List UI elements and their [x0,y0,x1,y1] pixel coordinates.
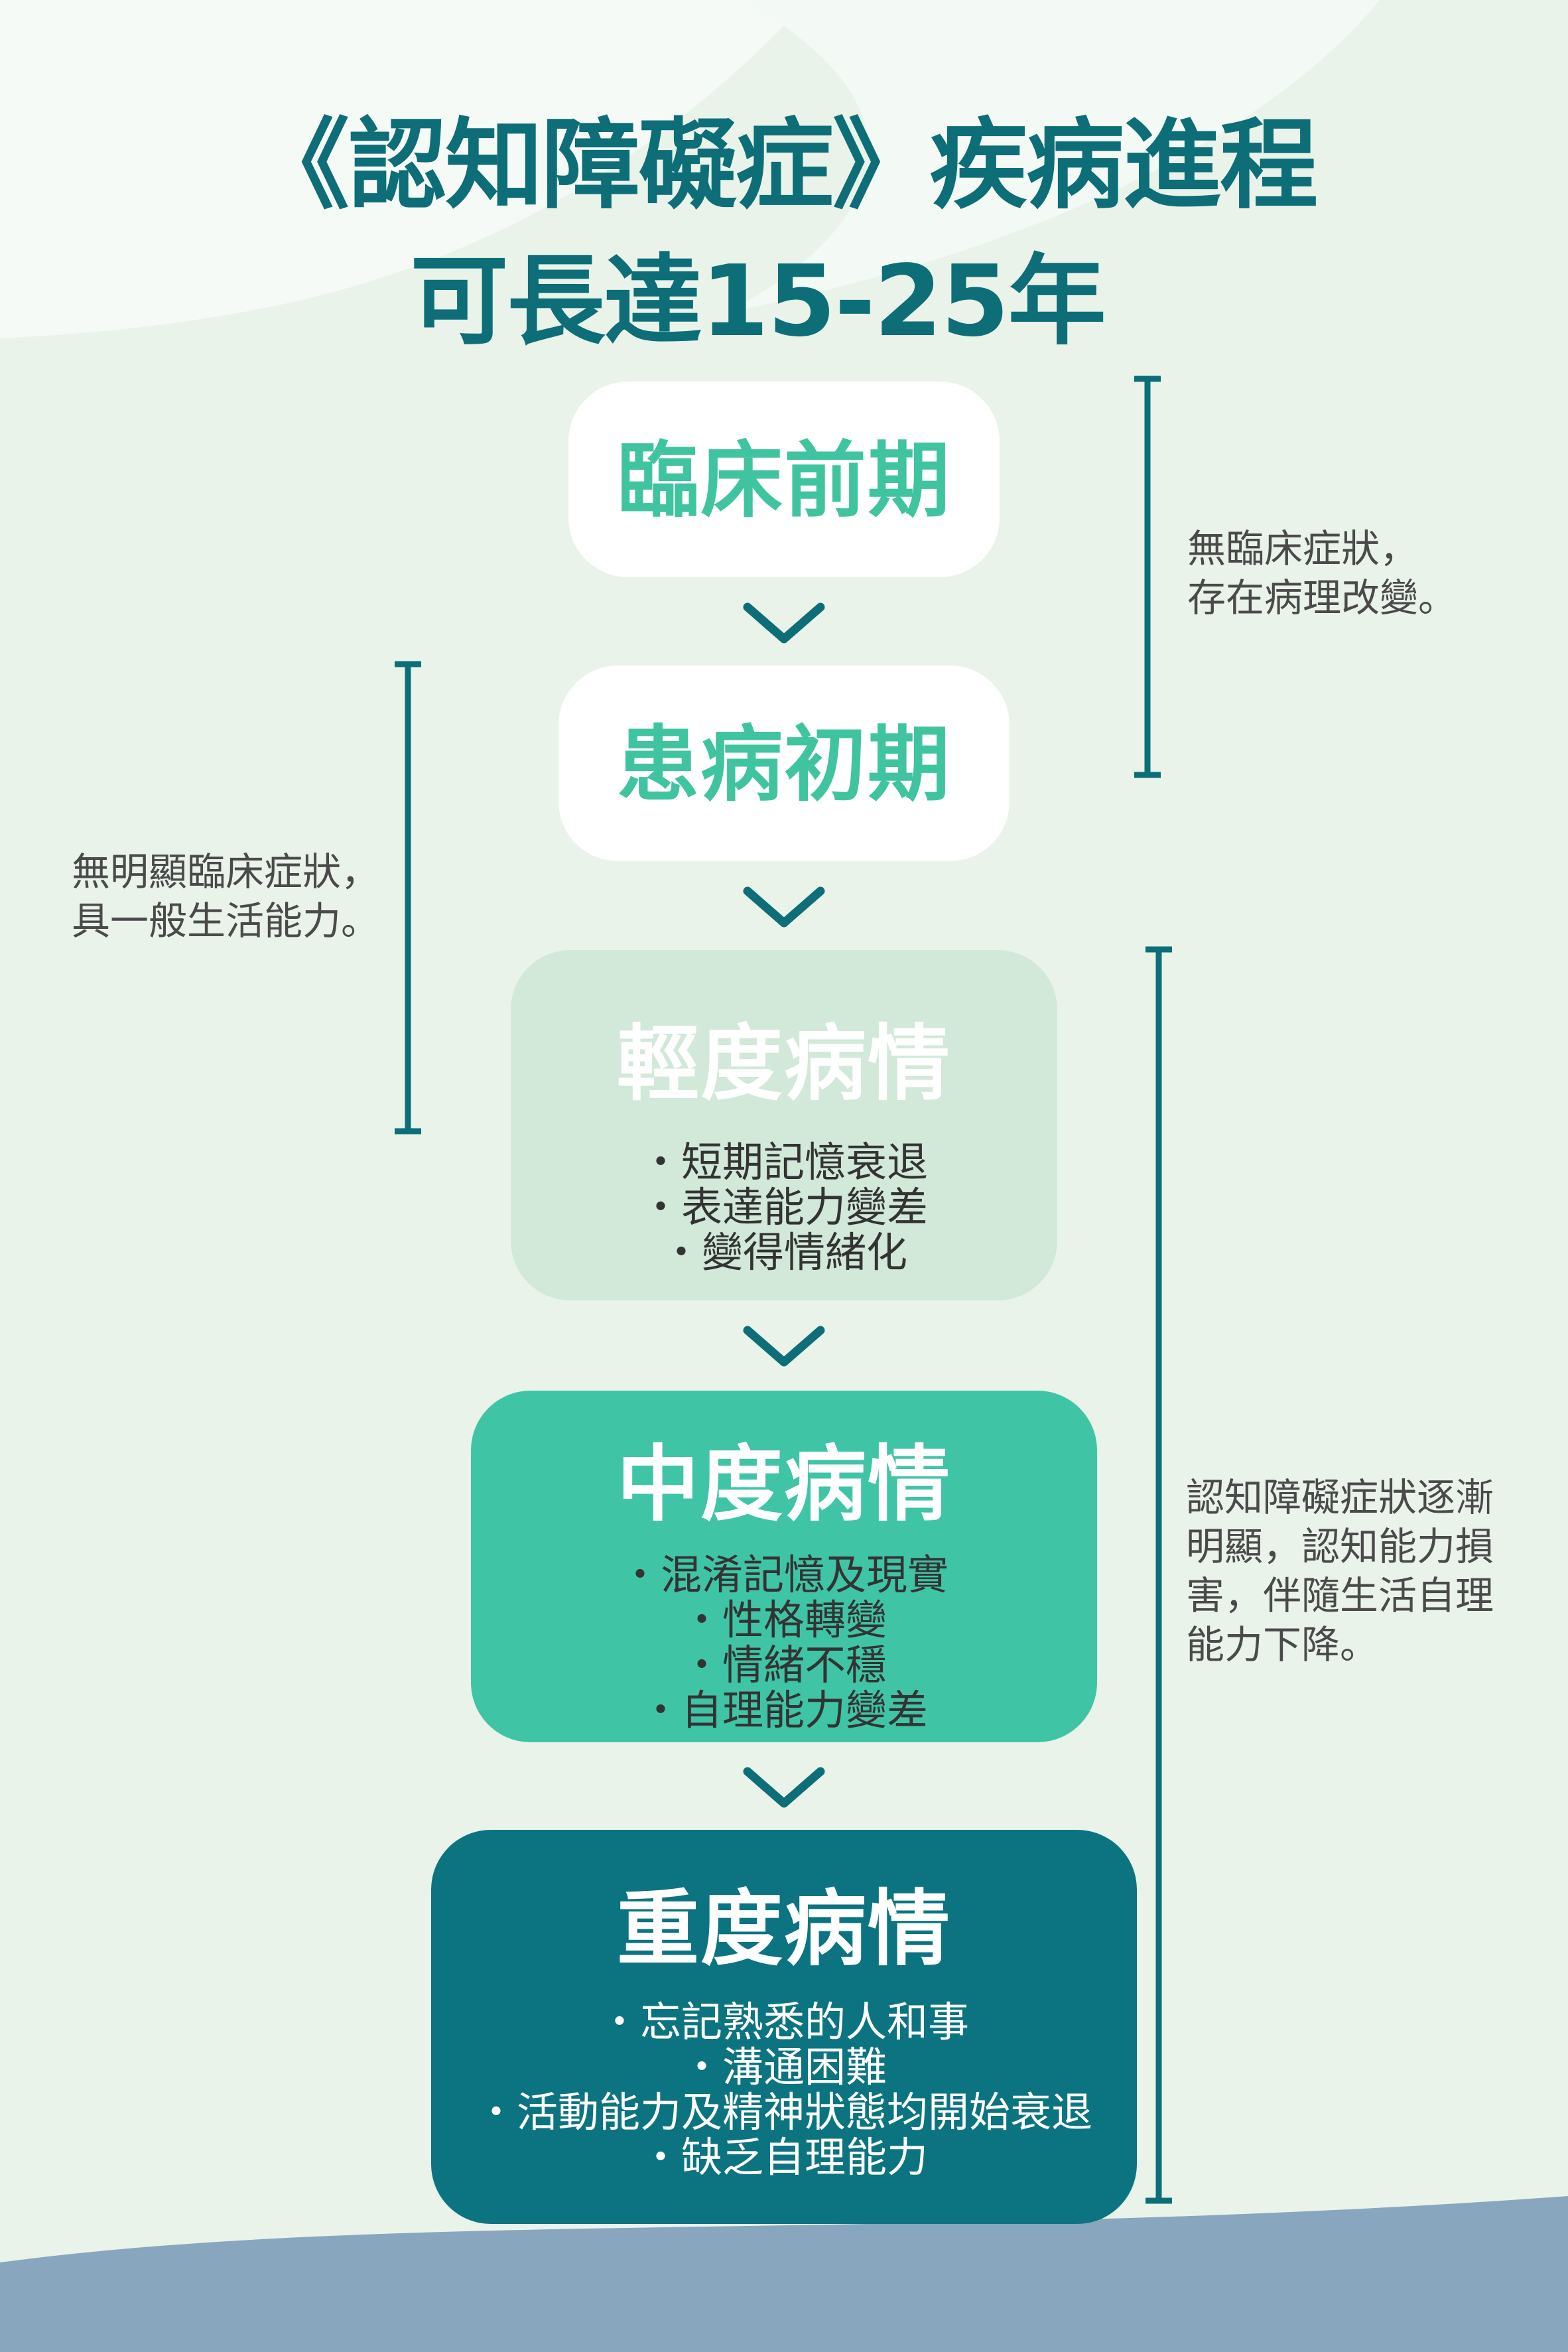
note-line: 無臨床症狀， [1187,526,1419,571]
chevron-down-icon [743,1767,825,1808]
stage-moderate: 中度病情 ・混淆記憶及現實 ・性格轉變 ・情緒不穩 ・自理能力變差 [471,1391,1097,1742]
bracket-progression [1145,946,1172,2204]
symptom-item: ・變得情緒化 [660,1228,907,1277]
note-line: 害，伴隨生活自理 [1186,1573,1494,1618]
note-early: 無明顯臨床症狀， 具一般生活能力。 [72,847,417,945]
symptom-item: ・忘記熟悉的人和事 [598,1998,969,2046]
note-line: 具一般生活能力。 [72,898,380,943]
symptom-item: ・缺乏自理能力 [639,2133,928,2181]
symptom-item: ・混淆記憶及現實 [619,1551,948,1599]
stage-title: 重度病情 [616,1882,951,1977]
symptom-item: ・活動能力及精神狀態均開始衰退 [475,2088,1092,2136]
note-preclinical: 無臨床症狀， 存在病理改變。 [1187,524,1519,622]
stage-mild: 輕度病情 ・短期記憶衰退 ・表達能力變差 ・變得情緒化 [511,950,1057,1300]
symptom-list: ・混淆記憶及現實 ・性格轉變 ・情緒不穩 ・自理能力變差 [471,1553,1097,1733]
chevron-down-icon [743,602,825,644]
page-title-line2: 可長達15-25年 [410,244,1106,358]
bracket-preclinical [1134,376,1161,778]
note-line: 無明顯臨床症狀， [72,849,380,894]
note-line: 能力下降。 [1186,1622,1379,1667]
symptom-list: ・短期記憶衰退 ・表達能力變差 ・變得情緒化 [511,1140,1057,1275]
note-line: 存在病理改變。 [1187,575,1457,620]
stage-title: 臨床前期 [616,433,951,529]
symptom-list: ・忘記熟悉的人和事 ・溝通困難 ・活動能力及精神狀態均開始衰退 ・缺乏自理能力 [431,2000,1137,2180]
symptom-item: ・表達能力變差 [639,1183,928,1231]
note-line: 認知障礙症狀逐漸 [1186,1475,1494,1520]
note-line: 明顯，認知能力損 [1186,1524,1494,1569]
symptom-item: ・短期記憶衰退 [639,1138,928,1186]
symptom-item: ・自理能力變差 [639,1686,928,1734]
stage-preclinical: 臨床前期 [568,381,1000,577]
symptom-item: ・情緒不穩 [681,1641,887,1689]
stage-title: 患病初期 [616,717,951,813]
stage-severe: 重度病情 ・忘記熟悉的人和事 ・溝通困難 ・活動能力及精神狀態均開始衰退 ・缺乏… [431,1830,1137,2224]
stage-title: 中度病情 [616,1437,951,1533]
stage-early: 患病初期 [558,665,1010,861]
top-left-light-wave [0,0,809,338]
page-title-line1: 《認知障礙症》疾病進程 [251,108,1318,222]
note-progression: 認知障礙症狀逐漸 明顯，認知能力損 害，伴隨生活自理 能力下降。 [1186,1473,1531,1669]
top-right-light-wave [730,0,1380,312]
stage-title: 輕度病情 [616,1016,951,1112]
chevron-down-icon [743,886,825,928]
bottom-wave [0,2196,1568,2352]
bracket-early [395,661,421,1135]
symptom-item: ・溝通困難 [681,2043,887,2091]
chevron-down-icon [743,1326,825,1367]
symptom-item: ・性格轉變 [681,1596,887,1644]
